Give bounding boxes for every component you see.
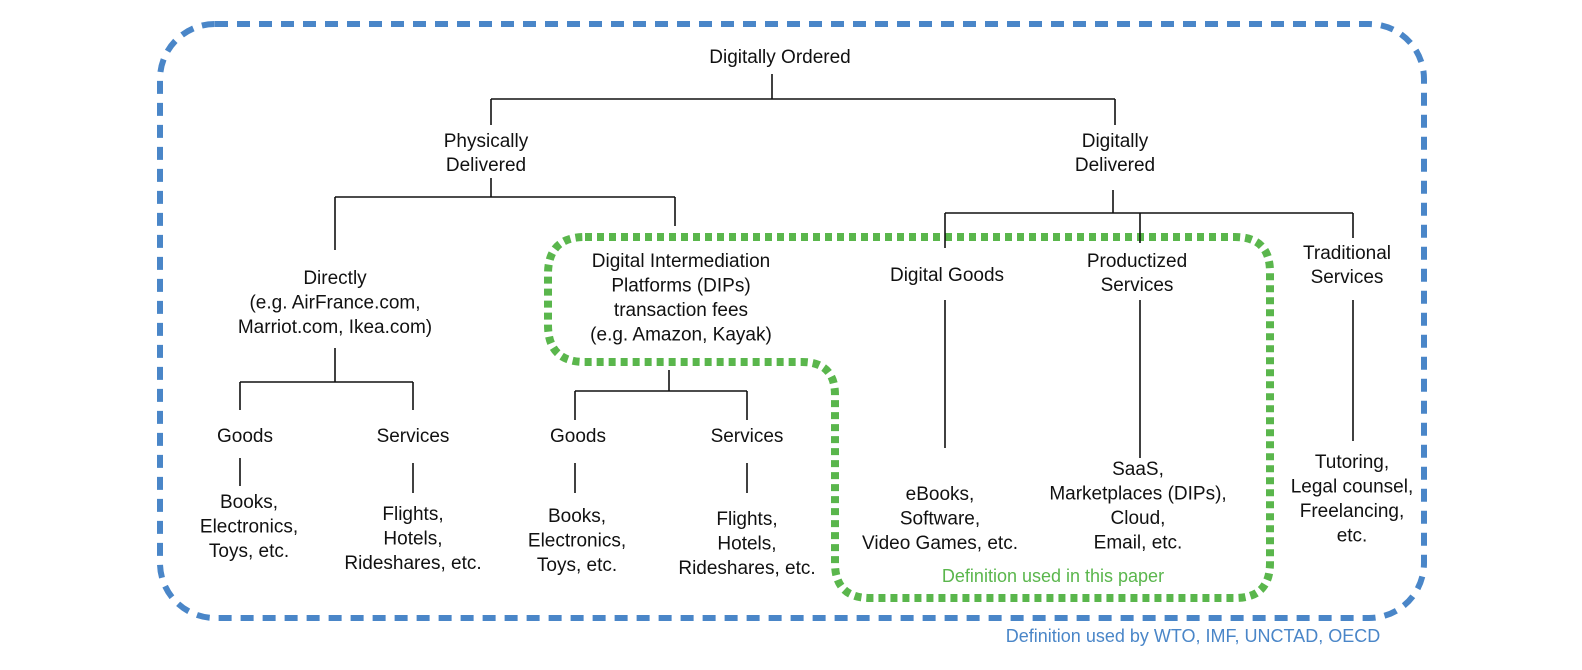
node-label-line: Marriot.com, Ikea.com)	[238, 317, 432, 338]
node-label-line: Hotels,	[383, 529, 442, 550]
node-label-line: SaaS,	[1112, 459, 1164, 480]
node-label-line: Rideshares, etc.	[678, 558, 815, 579]
node-label-line: Delivered	[1075, 155, 1155, 176]
node-direct-services-examples: Flights, Hotels, Rideshares, etc.	[344, 504, 481, 574]
node-label-line: Marketplaces (DIPs),	[1049, 484, 1226, 505]
node-label-line: Books,	[548, 506, 606, 527]
node-label-line: Digital Goods	[890, 265, 1004, 286]
node-label-line: Delivered	[446, 155, 526, 176]
node-label-line: (e.g. Amazon, Kayak)	[590, 325, 772, 346]
node-label-line: Books,	[220, 492, 278, 513]
node-label-line: Toys, etc.	[209, 541, 289, 562]
node-label-line: Toys, etc.	[537, 555, 617, 576]
node-digitally-ordered: Digitally Ordered	[709, 47, 851, 68]
node-label-line: Video Games, etc.	[862, 533, 1018, 554]
node-label-line: Rideshares, etc.	[344, 553, 481, 574]
node-label-line: Traditional	[1303, 243, 1391, 264]
node-direct-goods: Goods	[217, 426, 273, 447]
node-label-line: eBooks,	[906, 484, 975, 505]
tree-edges	[239, 74, 1354, 493]
node-label-line: Goods	[217, 426, 273, 447]
node-directly: Directly (e.g. AirFrance.com, Marriot.com,…	[238, 268, 432, 338]
node-digital-goods: Digital Goods	[890, 265, 1004, 286]
outer-definition-caption: Definition used by WTO, IMF, UNCTAD, OEC…	[1006, 626, 1380, 646]
node-label-line: Electronics,	[200, 517, 298, 538]
node-label-line: Freelancing,	[1300, 501, 1405, 522]
node-dip-goods: Goods	[550, 426, 606, 447]
node-label-line: Services	[1101, 275, 1174, 296]
node-label-line: Services	[711, 426, 784, 447]
node-label-line: Productized	[1087, 251, 1187, 272]
inner-definition-caption: Definition used in this paper	[942, 566, 1164, 586]
node-productized-examples: SaaS, Marketplaces (DIPs), Cloud, Email, et…	[1049, 459, 1226, 554]
node-dip-services-examples: Flights, Hotels, Rideshares, etc.	[678, 509, 815, 579]
node-label-line: Digitally	[1082, 131, 1149, 152]
node-label-line: Services	[1311, 267, 1384, 288]
node-traditional-examples: Tutoring, Legal counsel, Freelancing, etc.	[1291, 452, 1414, 547]
node-label-line: Goods	[550, 426, 606, 447]
node-label-line: transaction fees	[614, 300, 748, 321]
node-label-line: Legal counsel,	[1291, 477, 1414, 498]
node-label-line: Directly	[303, 268, 367, 289]
node-label-line: Digital Intermediation	[592, 251, 770, 272]
node-label-line: Email, etc.	[1094, 533, 1183, 554]
node-label-line: Services	[377, 426, 450, 447]
inner-definition-boundary	[544, 233, 1274, 602]
node-label-line: Software,	[900, 509, 980, 530]
node-label-line: Electronics,	[528, 531, 626, 552]
node-label-line: Flights,	[382, 504, 443, 525]
node-digital-goods-examples: eBooks, Software, Video Games, etc.	[862, 484, 1018, 554]
node-label-line: Platforms (DIPs)	[611, 276, 750, 297]
node-label-line: Digitally Ordered	[709, 47, 851, 68]
node-label-line: Physically	[444, 131, 529, 152]
node-dip-goods-examples: Books, Electronics, Toys, etc.	[528, 506, 626, 576]
node-label-line: etc.	[1337, 526, 1368, 547]
node-direct-goods-examples: Books, Electronics, Toys, etc.	[200, 492, 298, 562]
node-label-line: Tutoring,	[1315, 452, 1389, 473]
node-direct-services: Services	[377, 426, 450, 447]
node-dip-services: Services	[711, 426, 784, 447]
node-label-line: Flights,	[716, 509, 777, 530]
node-label-line: Hotels,	[717, 534, 776, 555]
node-label-line: Cloud,	[1111, 508, 1166, 529]
outer-definition-boundary	[157, 21, 1427, 621]
node-label-line: (e.g. AirFrance.com,	[249, 293, 420, 314]
